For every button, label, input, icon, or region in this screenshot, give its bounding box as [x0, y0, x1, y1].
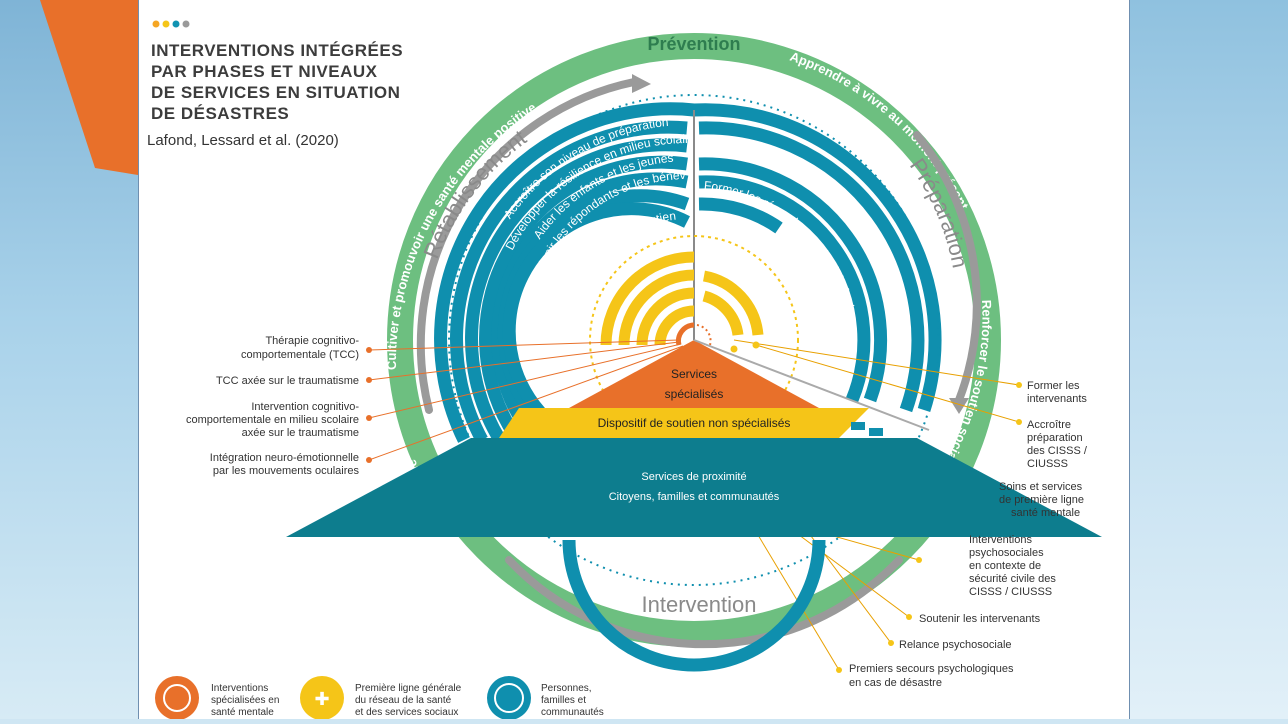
legend-2-line-1: Première ligne générale [355, 683, 462, 694]
blue-arcs-right [693, 103, 942, 413]
blue-arcs-left [434, 102, 695, 446]
arrow-head-top [632, 74, 651, 93]
diagram: INTERVENTIONS INTÉGRÉES PAR PHASES ET NI… [139, 0, 1102, 719]
legend-2-line-3: et des services sociaux [355, 707, 458, 718]
yellow-arcs [600, 251, 764, 346]
legend-3-line-2: familles et [541, 695, 586, 706]
legend-yellow-circle [300, 676, 344, 719]
left-label-3c: axée sur le traumatisme [242, 427, 359, 439]
orange-connectors [368, 339, 684, 461]
title-line-2: PAR PHASES ET NIVEAUX [151, 62, 378, 81]
left-label-1b: comportementale (TCC) [241, 349, 359, 361]
left-label-4b: par les mouvements oculaires [213, 465, 360, 477]
left-label-3b: comportementale en milieu scolaire [186, 414, 359, 426]
small-blue-block-2 [869, 428, 883, 436]
ring-label-top: Prévention [647, 34, 740, 54]
orange-triangle [40, 0, 138, 175]
phase-arrows [416, 78, 981, 649]
pyramid-top [569, 340, 819, 408]
legend-3-line-1: Personnes, [541, 683, 592, 694]
right-label-2b: préparation [1027, 432, 1083, 444]
right-label-4e: CISSS / CIUSSS [969, 586, 1052, 598]
right-label-6: Relance psychosociale [899, 639, 1012, 651]
pyramid-middle-label: Dispositif de soutien non spécialisés [598, 416, 791, 430]
pyramid-bottom [286, 438, 1102, 537]
arrow-head-right [949, 398, 969, 414]
legend-1-line-3: santé mentale [211, 707, 274, 718]
left-label-1a: Thérapie cognitivo- [265, 335, 359, 347]
brain-icon [163, 684, 191, 712]
legend-3-line-3: communautés [541, 707, 604, 718]
legend-orange-circle [155, 676, 199, 719]
right-label-4a: Interventions [969, 534, 1032, 546]
right-label-1a: Former les [1027, 380, 1080, 392]
left-label-4a: Intégration neuro-émotionnelle [210, 452, 359, 464]
people-icon [494, 683, 524, 713]
right-label-4d: sécurité civile des [969, 573, 1056, 585]
pyramid-shadow-line [693, 339, 930, 431]
phase-intervention: Intervention [642, 592, 757, 617]
right-label-1b: intervenants [1027, 393, 1087, 405]
pyramid-middle [499, 408, 869, 438]
right-label-3c: santé mentale [1011, 507, 1080, 519]
small-blue-block-1 [851, 422, 865, 430]
orange-dots [366, 347, 372, 463]
pyramid-top-line-2: spécialisés [665, 387, 724, 401]
legend-1-line-2: spécialisées en [211, 695, 279, 706]
citation: Lafond, Lessard et al. (2020) [147, 132, 339, 149]
blue-dotted-circle [448, 94, 940, 586]
left-labels: Thérapie cognitivo- comportementale (TCC… [186, 335, 360, 477]
legend-1-line-1: Interventions [211, 683, 268, 694]
right-label-5: Soutenir les intervenants [919, 613, 1041, 625]
title-line-3: DE SERVICES EN SITUATION [151, 83, 400, 102]
slide: INTERVENTIONS INTÉGRÉES PAR PHASES ET NI… [138, 0, 1130, 719]
yellow-dots [730, 341, 1022, 673]
legend: Interventions spécialisées en santé ment… [155, 676, 604, 719]
right-label-2a: Accroître [1027, 419, 1071, 431]
pyramid-bottom-line-1: Services de proximité [641, 471, 746, 483]
right-label-7a: Premiers secours psychologiques [849, 663, 1014, 675]
right-label-4b: psychosociales [969, 547, 1044, 559]
background-left [0, 0, 138, 719]
right-label-3b: de première ligne [999, 494, 1084, 506]
title-line-1: INTERVENTIONS INTÉGRÉES [151, 41, 403, 60]
right-label-3a: Soins et services [999, 481, 1083, 493]
pyramid-bottom-line-2: Citoyens, familles et communautés [609, 491, 780, 503]
left-label-2: TCC axée sur le traumatisme [216, 375, 359, 387]
left-label-3a: Intervention cognitivo- [251, 401, 359, 413]
right-label-7b: en cas de désastre [849, 677, 942, 689]
title-line-4: DE DÉSASTRES [151, 104, 289, 123]
right-label-2c: des CISSS / [1027, 445, 1088, 457]
phone-plus-icon: ✚ [314, 689, 329, 709]
right-label-2d: CIUSSS [1027, 458, 1068, 470]
legend-2-line-2: du réseau de la santé [355, 695, 452, 706]
blue-bottom-arc [562, 539, 826, 672]
right-labels: Former les intervenants Accroître prépar… [849, 380, 1088, 689]
background-right [1128, 0, 1288, 719]
outer-green-ring [387, 33, 1001, 647]
right-label-4c: en contexte de [969, 560, 1041, 572]
legend-blue-circle [487, 676, 531, 719]
title-dots [152, 20, 190, 28]
pyramid-top-line-1: Services [671, 367, 717, 381]
